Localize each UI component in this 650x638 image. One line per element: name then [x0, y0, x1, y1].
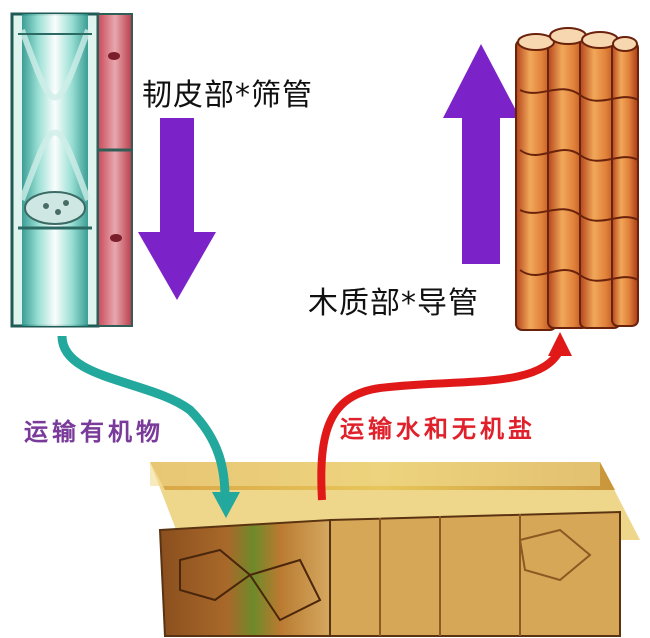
stem-cross-section-illustration — [150, 462, 640, 637]
transport-organic-label: 运输有机物 — [24, 417, 164, 446]
phloem-sieve-tube-label: 韧皮部*筛管 — [142, 78, 313, 113]
downward-arrow — [138, 118, 216, 300]
transport-water-minerals-label: 运输水和无机盐 — [340, 414, 536, 443]
inorganic-flow-arrow — [317, 347, 564, 501]
organic-flow-arrowhead — [212, 492, 240, 518]
organic-flow-arrow — [57, 335, 230, 499]
xylem-vessel-bundle-illustration — [515, 27, 639, 331]
upward-arrow — [443, 44, 520, 264]
phloem-sieve-tube-illustration — [10, 12, 133, 328]
inorganic-flow-arrowhead — [548, 332, 572, 356]
xylem-vessel-label: 木质部*导管 — [308, 286, 479, 321]
